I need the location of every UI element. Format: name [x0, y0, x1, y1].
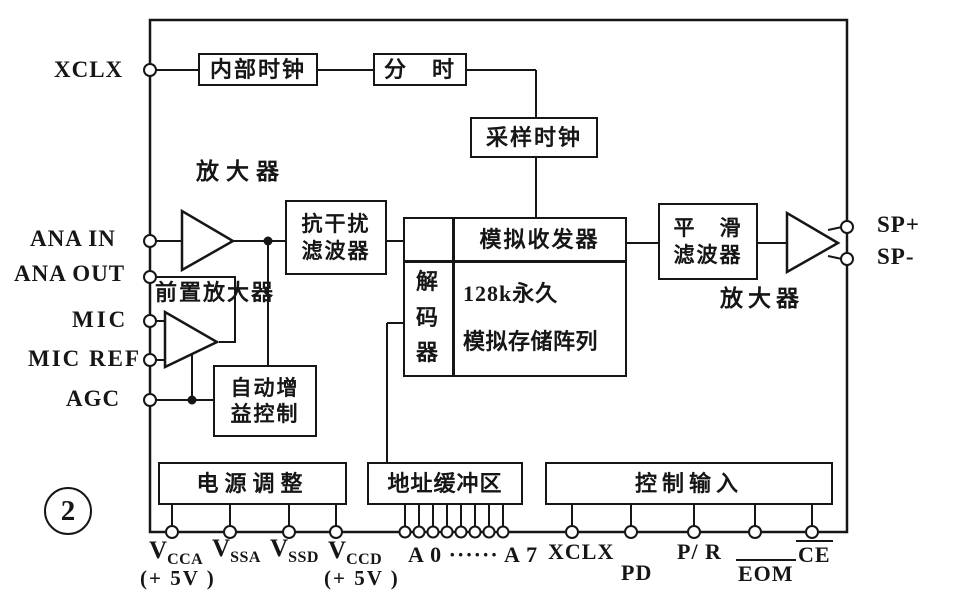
- figure-number: 2: [60, 494, 76, 527]
- pin-label-address-range: A 0 ······ A 7: [408, 542, 539, 567]
- pin-label-vssd: VSSD: [270, 535, 319, 566]
- pin-terminal-circles: [143, 63, 854, 539]
- smoothing-filter-line1: 平 滑: [673, 216, 743, 241]
- internal-clock-block: 内部时钟: [198, 53, 318, 86]
- pin-label-xclx: XCLX: [54, 57, 124, 82]
- pin-label-pd: PD: [621, 560, 653, 585]
- control-input-block: 控制输入: [545, 462, 833, 505]
- storage-array-line2: 模拟存储阵列: [463, 328, 599, 354]
- pin-label-mic-ref: MIC REF: [28, 346, 142, 371]
- pin-label-sp-plus: SP+: [877, 212, 920, 237]
- internal-clock-label: 内部时钟: [209, 56, 306, 82]
- smoothing-filter-block: 平 滑 滤波器: [658, 203, 758, 280]
- analog-transceiver-cell: 模拟收发器: [454, 219, 625, 260]
- preamp-label: 前置放大器: [155, 280, 276, 305]
- anti-jam-filter-block: 抗干扰 滤波器: [285, 200, 387, 275]
- pin-label-mic: MIC: [72, 307, 129, 332]
- anti-jam-filter-line1: 抗干扰: [301, 212, 371, 237]
- figure-number-badge: 2: [44, 487, 92, 535]
- storage-array-cell: 128k永久 模拟存储阵列: [454, 260, 625, 375]
- time-divider-label: 分 时: [383, 56, 456, 82]
- pin-note-vcca: (+ 5V ): [140, 566, 216, 590]
- junction-dots: [187, 236, 273, 405]
- decoder-char-3: 器: [415, 340, 441, 366]
- decoder-char-1: 解: [415, 269, 441, 295]
- analog-transceiver-label: 模拟收发器: [479, 226, 600, 252]
- decoder-cell: 解 码 器: [405, 260, 452, 375]
- pin-label-vccd: VCCD: [328, 537, 383, 568]
- control-input-label: 控制输入: [634, 470, 743, 496]
- power-regulator-block: 电源调整: [158, 462, 347, 505]
- time-divider-block: 分 时: [373, 53, 467, 86]
- pin-label-ce: CE: [796, 540, 833, 567]
- agc-block: 自动增 益控制: [213, 365, 317, 437]
- pin-label-xclx-bottom: XCLX: [548, 539, 615, 564]
- pin-label-sp-minus: SP-: [877, 244, 915, 269]
- pin-label-p-r: P/ R: [677, 539, 722, 564]
- sample-clock-block: 采样时钟: [470, 117, 598, 158]
- agc-line1: 自动增: [230, 375, 300, 400]
- amplifier-top-label: 放大器: [196, 159, 286, 184]
- preamp-triangle: [163, 309, 220, 369]
- pin-label-ana-in: ANA IN: [30, 226, 116, 251]
- amplifier-right-label: 放大器: [720, 286, 804, 311]
- power-regulator-label: 电源调整: [196, 470, 309, 496]
- pin-label-agc: AGC: [66, 386, 121, 411]
- pin-note-vccd: (+ 5V ): [324, 566, 400, 590]
- storage-array-line1: 128k永久: [463, 281, 559, 306]
- core-vertical-divider: [452, 219, 455, 375]
- decoder-char-2: 码: [415, 304, 441, 330]
- pin-label-vssa: VSSA: [212, 535, 261, 566]
- address-buffer-block: 地址缓冲区: [367, 462, 523, 505]
- agc-line2: 益控制: [230, 402, 300, 426]
- output-amplifier-triangle: [785, 210, 841, 275]
- smoothing-filter-line2: 滤波器: [673, 242, 743, 267]
- amplifier-triangle-top: [180, 208, 236, 273]
- pin-label-vcca: VCCA: [149, 537, 204, 568]
- pin-label-ana-out: ANA OUT: [14, 261, 126, 286]
- wire-lines: [156, 69, 843, 528]
- memory-core-block: 模拟收发器 解 码 器 128k永久 模拟存储阵列: [403, 217, 627, 377]
- address-buffer-label: 地址缓冲区: [387, 470, 503, 496]
- anti-jam-filter-line2: 滤波器: [301, 238, 371, 263]
- sample-clock-label: 采样时钟: [485, 124, 582, 150]
- pin-label-eom: EOM: [736, 559, 796, 586]
- core-horizontal-divider: [405, 260, 625, 263]
